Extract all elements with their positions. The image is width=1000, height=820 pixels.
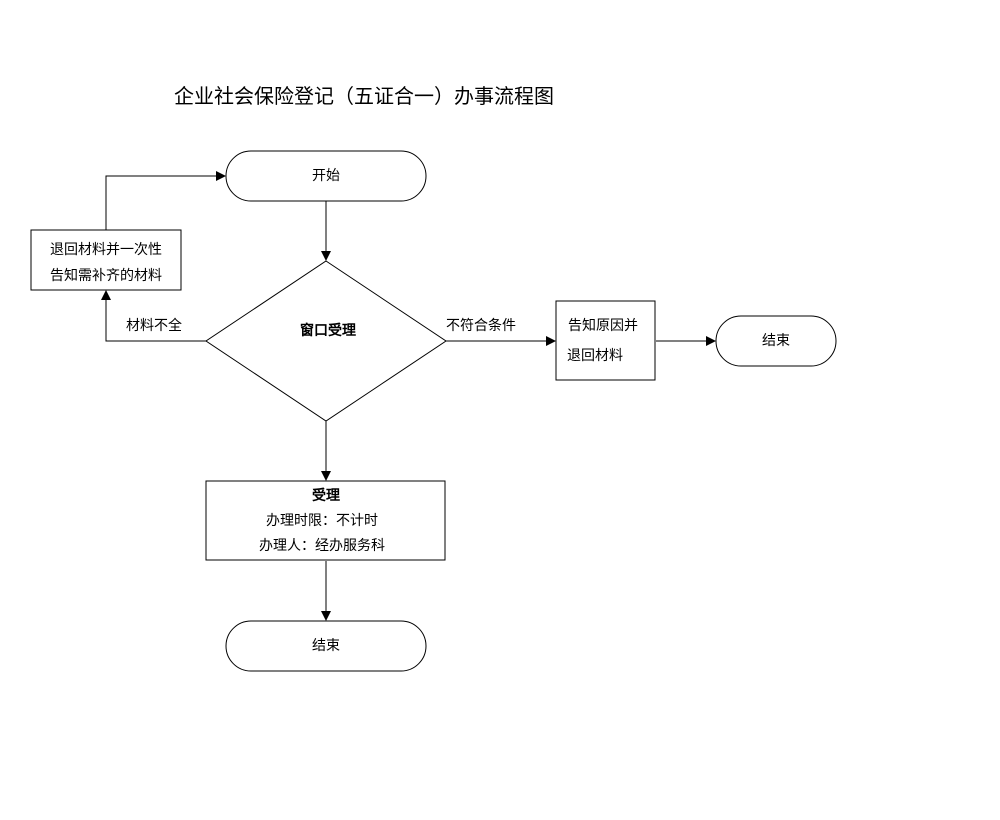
arrow-decision-to-return xyxy=(101,290,206,342)
window-accept-label: 窗口受理 xyxy=(300,322,356,339)
start-label: 开始 xyxy=(312,168,340,184)
accept-time-limit: 办理时限：不计时 xyxy=(266,513,378,529)
end-bottom-node: 结束 xyxy=(225,620,427,672)
arrow-return-to-start xyxy=(105,171,226,230)
end-right-label: 结束 xyxy=(762,333,790,349)
accept-node: 受理 办理时限：不计时 办理人：经办服务科 xyxy=(205,480,446,561)
end-bottom-label: 结束 xyxy=(312,638,340,654)
end-bottom-terminal-shape xyxy=(225,620,427,672)
edge-label-incomplete: 材料不全 xyxy=(126,317,182,334)
edge-label-nonconform: 不符合条件 xyxy=(446,317,516,334)
notify-reason-node: 告知原因并 退回材料 xyxy=(555,300,656,381)
return-notify-node: 退回材料并一次性 告知需补齐的材料 xyxy=(30,229,182,291)
return-notify-line1: 退回材料并一次性 xyxy=(50,242,162,258)
notify-reason-box xyxy=(555,300,656,381)
end-right-node: 结束 xyxy=(715,315,837,367)
start-node: 开始 xyxy=(225,150,427,202)
accept-heading: 受理 xyxy=(312,487,340,504)
accept-handler: 办理人：经办服务科 xyxy=(259,538,385,554)
accept-box xyxy=(205,480,446,561)
return-notify-line2: 告知需补齐的材料 xyxy=(50,267,162,284)
diagram-title: 企业社会保险登记（五证合一）办事流程图 xyxy=(174,84,554,108)
notify-reason-line2: 退回材料 xyxy=(567,348,623,364)
end-right-terminal-shape xyxy=(715,315,837,367)
window-accept-decision: 窗口受理 xyxy=(205,260,447,422)
decision-diamond-shape xyxy=(205,260,447,422)
notify-reason-line1: 告知原因并 xyxy=(568,317,638,334)
